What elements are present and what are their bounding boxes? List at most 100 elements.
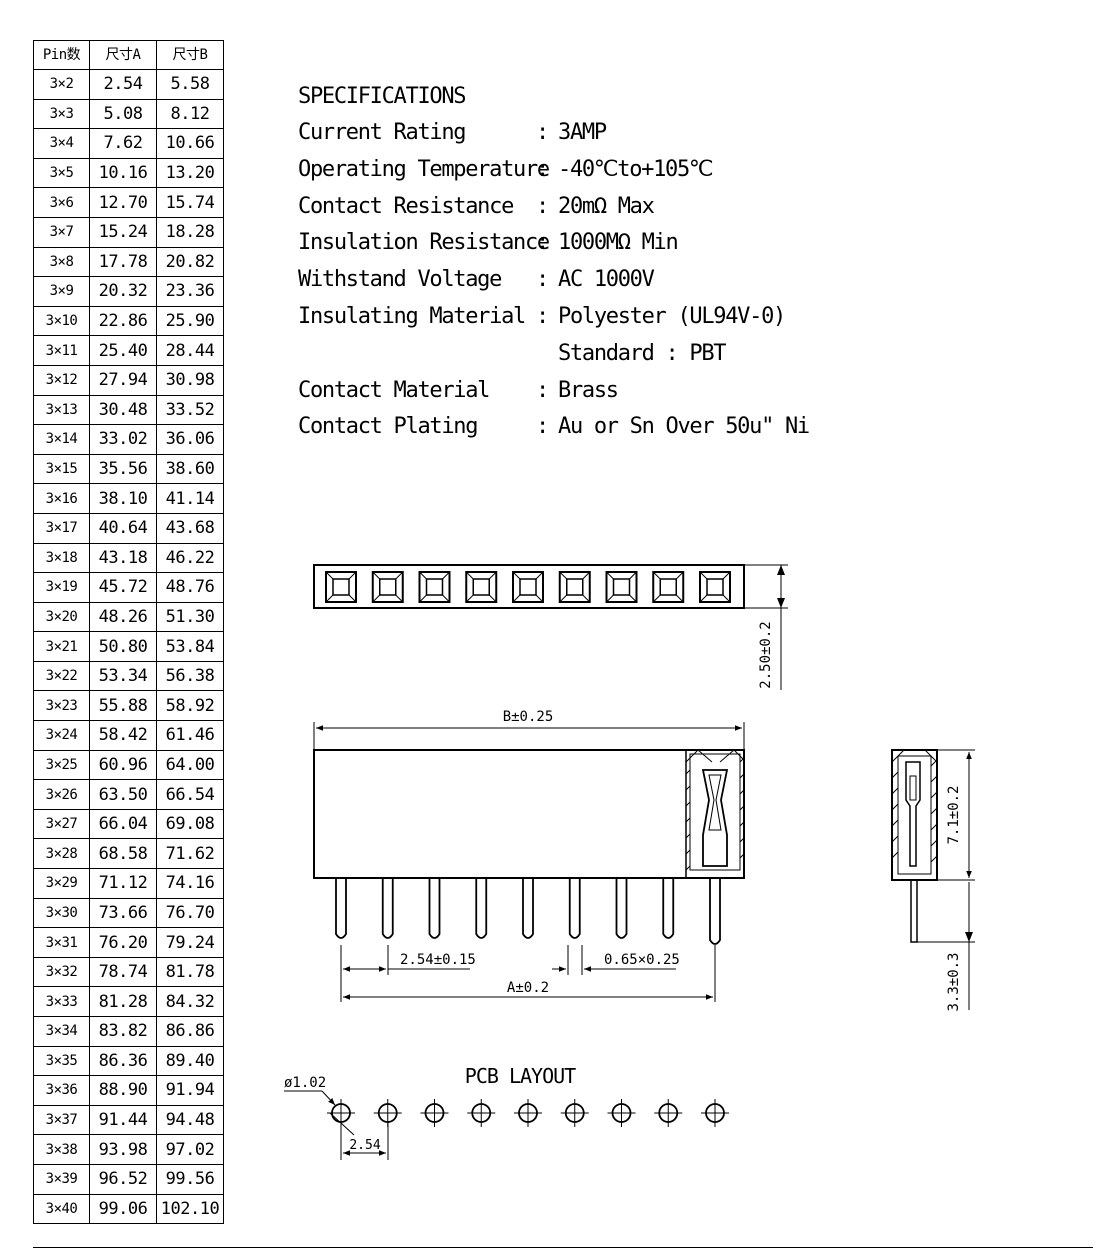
spec-separator: :: [536, 414, 549, 440]
spec-row: Contact Resistance:20mΩ Max: [298, 189, 858, 226]
bottom-border: [33, 1247, 1093, 1248]
front-pin: [475, 878, 488, 939]
cell-dim-a: 7.62: [89, 128, 157, 159]
top-hole-chamfer: [606, 594, 614, 603]
top-hole-inner: [566, 578, 584, 596]
top-hole-inner: [425, 578, 444, 596]
spec-separator: :: [536, 120, 549, 145]
cell-dim-a: 12.70: [89, 187, 157, 218]
cell-pin-count: 3×27: [33, 808, 90, 840]
pcb-hole-diameter-label: ø1.02: [284, 1075, 326, 1091]
spec-value: AC 1000V: [558, 267, 655, 293]
front-view-pins: [335, 878, 721, 945]
top-hole-chamfer: [465, 571, 474, 580]
cell-pin-count: 3×19: [33, 572, 90, 603]
spec-label: Insulating Material: [298, 303, 526, 329]
cell-dim-a: 40.64: [89, 512, 157, 544]
cell-dim-a: 35.56: [89, 453, 157, 485]
top-hole-inner: [332, 578, 350, 596]
spec-label: Operating Temperature: [298, 156, 550, 182]
top-hole: [325, 571, 357, 603]
spec-separator: :: [536, 230, 549, 256]
top-hole-chamfer: [325, 571, 334, 580]
top-hole-chamfer: [325, 594, 334, 603]
front-pin: [568, 878, 581, 939]
cell-dim-b: 102.10: [156, 1193, 224, 1225]
cell-dim-a: 30.48: [89, 394, 157, 426]
spec-label: Current Rating: [298, 120, 467, 145]
cell-pin-count: 3×21: [33, 631, 90, 662]
cell-dim-b: 71.62: [156, 838, 224, 870]
top-hole: [699, 571, 731, 603]
top-hole-chamfer: [442, 594, 450, 603]
cell-dim-a: 73.66: [89, 897, 157, 929]
spec-value: 3AMP: [558, 120, 607, 145]
cell-dim-b: 86.86: [156, 1016, 224, 1047]
cell-dim-b: 8.12: [156, 98, 224, 130]
cell-dim-b: 61.46: [156, 720, 224, 751]
cell-dim-a: 48.26: [89, 601, 157, 633]
cell-dim-b: 23.36: [156, 276, 224, 307]
top-hole-chamfer: [675, 571, 684, 580]
pcb-layout: PCB LAYOUT ø1.02 2.54: [284, 1064, 729, 1160]
top-hole-chamfer: [582, 571, 591, 580]
header-dim-a: 尺寸A: [89, 40, 157, 70]
top-hole-chamfer: [372, 571, 381, 580]
cell-dim-b: 30.98: [156, 364, 224, 396]
cell-dim-b: 5.58: [156, 69, 224, 100]
top-hole-chamfer: [348, 571, 357, 580]
spec-label: Withstand Voltage: [298, 267, 502, 293]
side-view-pin: [910, 879, 918, 943]
cell-dim-a: 71.12: [89, 868, 157, 899]
top-view-housing: [313, 564, 745, 609]
cell-dim-a: 58.42: [89, 720, 157, 751]
top-view: 2.50±0.2: [313, 564, 788, 690]
cell-dim-a: 81.28: [89, 986, 157, 1017]
spec-value: Polyester (UL94V-0): [558, 303, 786, 329]
spec-separator: :: [536, 156, 549, 182]
top-hole-chamfer: [675, 594, 684, 603]
cell-dim-a: 78.74: [89, 956, 157, 988]
top-hole-chamfer: [629, 594, 637, 603]
top-hole-chamfer: [559, 571, 568, 580]
side-contact-slot: [909, 775, 917, 801]
top-hole-chamfer: [722, 571, 731, 580]
pcb-holes: [327, 1099, 729, 1127]
cell-pin-count: 3×6: [33, 187, 90, 218]
cell-dim-b: 74.16: [156, 868, 224, 899]
cell-pin-count: 3×35: [33, 1045, 90, 1077]
cell-dim-b: 99.56: [156, 1163, 224, 1195]
contact-spring-inner: [708, 774, 722, 831]
front-view-housing: [313, 749, 745, 879]
cell-dim-a: 86.36: [89, 1045, 157, 1077]
top-hole-inner: [519, 578, 537, 596]
top-hole-chamfer: [699, 571, 708, 580]
spec-value: Au or Sn Over 50u" Ni: [558, 414, 810, 440]
top-hole-chamfer: [699, 594, 708, 603]
side-view-inner: [897, 755, 932, 875]
top-hole-inner: [612, 578, 631, 596]
spec-value: 1000MΩ Min: [558, 230, 679, 256]
top-hole-chamfer: [395, 594, 404, 603]
side-view-housing: [891, 749, 938, 881]
cell-dim-b: 58.92: [156, 690, 224, 722]
front-pin: [709, 878, 721, 945]
top-hole: [465, 571, 498, 603]
spec-label: Contact Material: [298, 377, 490, 403]
spec-separator: :: [536, 377, 549, 403]
cell-dim-a: 93.98: [89, 1134, 157, 1165]
top-hole-chamfer: [419, 594, 427, 603]
spec-row: Insulating Material:Polyester (UL94V-0): [298, 299, 858, 336]
